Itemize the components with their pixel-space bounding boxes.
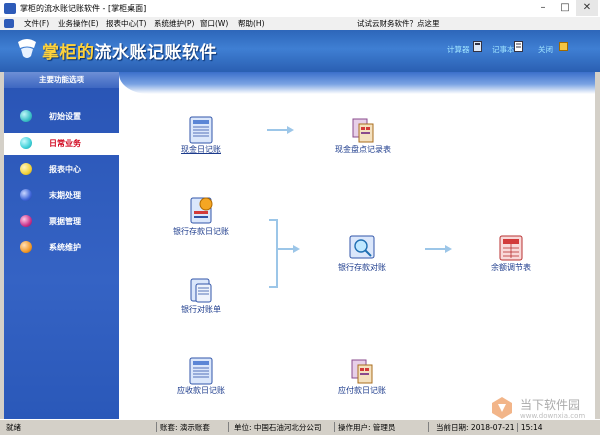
node-bank-journal[interactable]: 银行存款日记账 bbox=[167, 196, 235, 237]
menu-maintenance[interactable]: 系统维护(P) bbox=[154, 19, 195, 28]
node-label: 现金盘点记录表 bbox=[335, 145, 391, 154]
node-bank-reconcile[interactable]: 银行存款对账 bbox=[329, 234, 395, 273]
report-icon bbox=[352, 118, 374, 143]
menu-bar: 文件(F) 业务操作(E) 报表中心(T) 系统维护(P) 窗口(W) 帮助(H… bbox=[0, 17, 600, 31]
sidebar-item-label: 系统维护 bbox=[49, 243, 81, 252]
menu-app-icon bbox=[4, 19, 14, 28]
logo-icon bbox=[18, 39, 36, 58]
panel-header-decoration bbox=[119, 72, 595, 94]
menu-business[interactable]: 业务操作(E) bbox=[58, 19, 99, 28]
minimize-button[interactable]: – bbox=[540, 2, 546, 13]
status-bar: 就绪 账套: 演示账套 单位: 中国石油河北分公司 操作用户: 管理员 当前日期… bbox=[0, 419, 600, 435]
menu-help[interactable]: 帮助(H) bbox=[238, 19, 265, 28]
date-label: 当前日期: bbox=[436, 423, 469, 432]
unit-label: 单位: bbox=[234, 423, 252, 432]
node-label: 银行对账单 bbox=[181, 305, 221, 314]
status-ready: 就绪 bbox=[6, 422, 157, 432]
node-cash-journal[interactable]: 现金日记账 bbox=[171, 116, 231, 155]
title-bar: 掌柜的流水账记账软件 - [掌柜桌面] – □ ✕ bbox=[0, 0, 600, 18]
flow-arrow bbox=[425, 245, 452, 253]
window-title: 掌柜的流水账记账软件 - [掌柜桌面] bbox=[20, 4, 147, 13]
node-payable-journal[interactable]: 应付款日记账 bbox=[329, 357, 395, 396]
node-bank-statement[interactable]: 银行对账单 bbox=[171, 276, 231, 315]
sidebar-header: 主要功能选项 bbox=[4, 72, 119, 88]
node-balance-adjust[interactable]: 余额调节表 bbox=[483, 234, 539, 273]
workflow-panel: 现金日记账 现金盘点记录表 银行存款日记账 银行存款对账 余额调节表 银行对账单… bbox=[119, 72, 595, 419]
notepad-button[interactable]: 记事本 bbox=[492, 45, 515, 54]
watermark: 当下软件园 www.downxia.com bbox=[490, 394, 594, 424]
sidebar-item-system[interactable]: 系统维护 bbox=[4, 237, 119, 259]
sidebar-item-bills[interactable]: 票据管理 bbox=[4, 211, 119, 233]
sidebar: 主要功能选项 初始设置 日常业务 报表中心 末期处理 票据管理 系统维护 bbox=[4, 72, 119, 419]
calculator-button[interactable]: 计算器 bbox=[447, 45, 470, 54]
node-label: 银行存款日记账 bbox=[173, 227, 229, 236]
sidebar-item-label: 初始设置 bbox=[49, 112, 81, 121]
unit-value: 中国石油河北分公司 bbox=[253, 423, 322, 432]
account-value: 演示账套 bbox=[179, 423, 210, 432]
ball-icon bbox=[20, 110, 32, 122]
menu-window[interactable]: 窗口(W) bbox=[200, 19, 229, 28]
flow-arrow bbox=[267, 126, 294, 134]
account-label: 账套: bbox=[160, 423, 178, 432]
exit-icon[interactable] bbox=[559, 41, 568, 52]
brand-title: 掌柜的流水账记账软件 bbox=[42, 38, 217, 63]
brand-suffix: 流水账记账软件 bbox=[94, 43, 217, 63]
user-value: 管理员 bbox=[372, 423, 396, 432]
close-button[interactable]: ✕ bbox=[576, 0, 598, 16]
app-icon bbox=[4, 3, 16, 14]
node-label: 余额调节表 bbox=[491, 263, 531, 272]
sidebar-item-period-end[interactable]: 末期处理 bbox=[4, 185, 119, 207]
node-cash-count[interactable]: 现金盘点记录表 bbox=[325, 116, 401, 155]
sidebar-item-report-center[interactable]: 报表中心 bbox=[4, 159, 119, 181]
notepad-icon[interactable] bbox=[514, 41, 523, 52]
maximize-button[interactable]: □ bbox=[560, 2, 570, 13]
promo-link[interactable]: 试试云财务软件？点这里 bbox=[357, 19, 440, 28]
time-value: 15:14 bbox=[516, 423, 543, 432]
sidebar-item-daily-business[interactable]: 日常业务 bbox=[4, 133, 119, 155]
node-receivable-journal[interactable]: 应收款日记账 bbox=[171, 357, 231, 396]
date-value: 2018-07-21 bbox=[470, 423, 515, 432]
sidebar-item-initial-setup[interactable]: 初始设置 bbox=[4, 106, 119, 128]
ball-icon bbox=[20, 189, 32, 201]
ledger-icon bbox=[189, 116, 213, 144]
sidebar-item-label: 报表中心 bbox=[49, 165, 81, 174]
watermark-logo bbox=[492, 397, 512, 419]
node-label: 应付款日记账 bbox=[338, 386, 386, 395]
ball-icon bbox=[20, 215, 32, 227]
node-label: 银行存款对账 bbox=[338, 263, 386, 272]
bracket-connector bbox=[269, 219, 300, 288]
node-label: 现金日记账 bbox=[181, 145, 221, 154]
status-user: 操作用户: 管理员 bbox=[338, 422, 429, 432]
ball-icon bbox=[20, 163, 32, 175]
calculator-icon[interactable] bbox=[473, 41, 482, 52]
status-date: 当前日期: 2018-07-21 15:14 bbox=[436, 422, 594, 432]
watermark-cn: 当下软件园 bbox=[520, 398, 581, 412]
status-unit: 单位: 中国石油河北分公司 bbox=[234, 422, 335, 432]
brand-prefix: 掌柜的 bbox=[42, 43, 95, 63]
receivable-icon bbox=[189, 357, 213, 385]
status-account: 账套: 演示账套 bbox=[160, 422, 229, 432]
user-label: 操作用户: bbox=[338, 423, 371, 432]
menu-reports[interactable]: 报表中心(T) bbox=[106, 19, 147, 28]
ball-icon bbox=[20, 241, 32, 253]
ball-icon bbox=[20, 137, 32, 149]
sidebar-item-label: 日常业务 bbox=[49, 139, 81, 148]
statement-icon bbox=[190, 278, 212, 303]
node-label: 应收款日记账 bbox=[177, 386, 225, 395]
menu-file[interactable]: 文件(F) bbox=[24, 19, 50, 28]
close-app-button[interactable]: 关闭 bbox=[538, 45, 553, 54]
reconcile-icon bbox=[349, 235, 375, 259]
sidebar-item-label: 票据管理 bbox=[49, 217, 81, 226]
bank-ledger-icon bbox=[190, 197, 213, 224]
app-banner: 掌柜的流水账记账软件 计算器 记事本 关闭 bbox=[0, 30, 600, 72]
watermark-url: www.downxia.com bbox=[520, 412, 586, 420]
balance-table-icon bbox=[499, 235, 523, 261]
sidebar-item-label: 末期处理 bbox=[49, 191, 81, 200]
payable-icon bbox=[351, 359, 373, 384]
